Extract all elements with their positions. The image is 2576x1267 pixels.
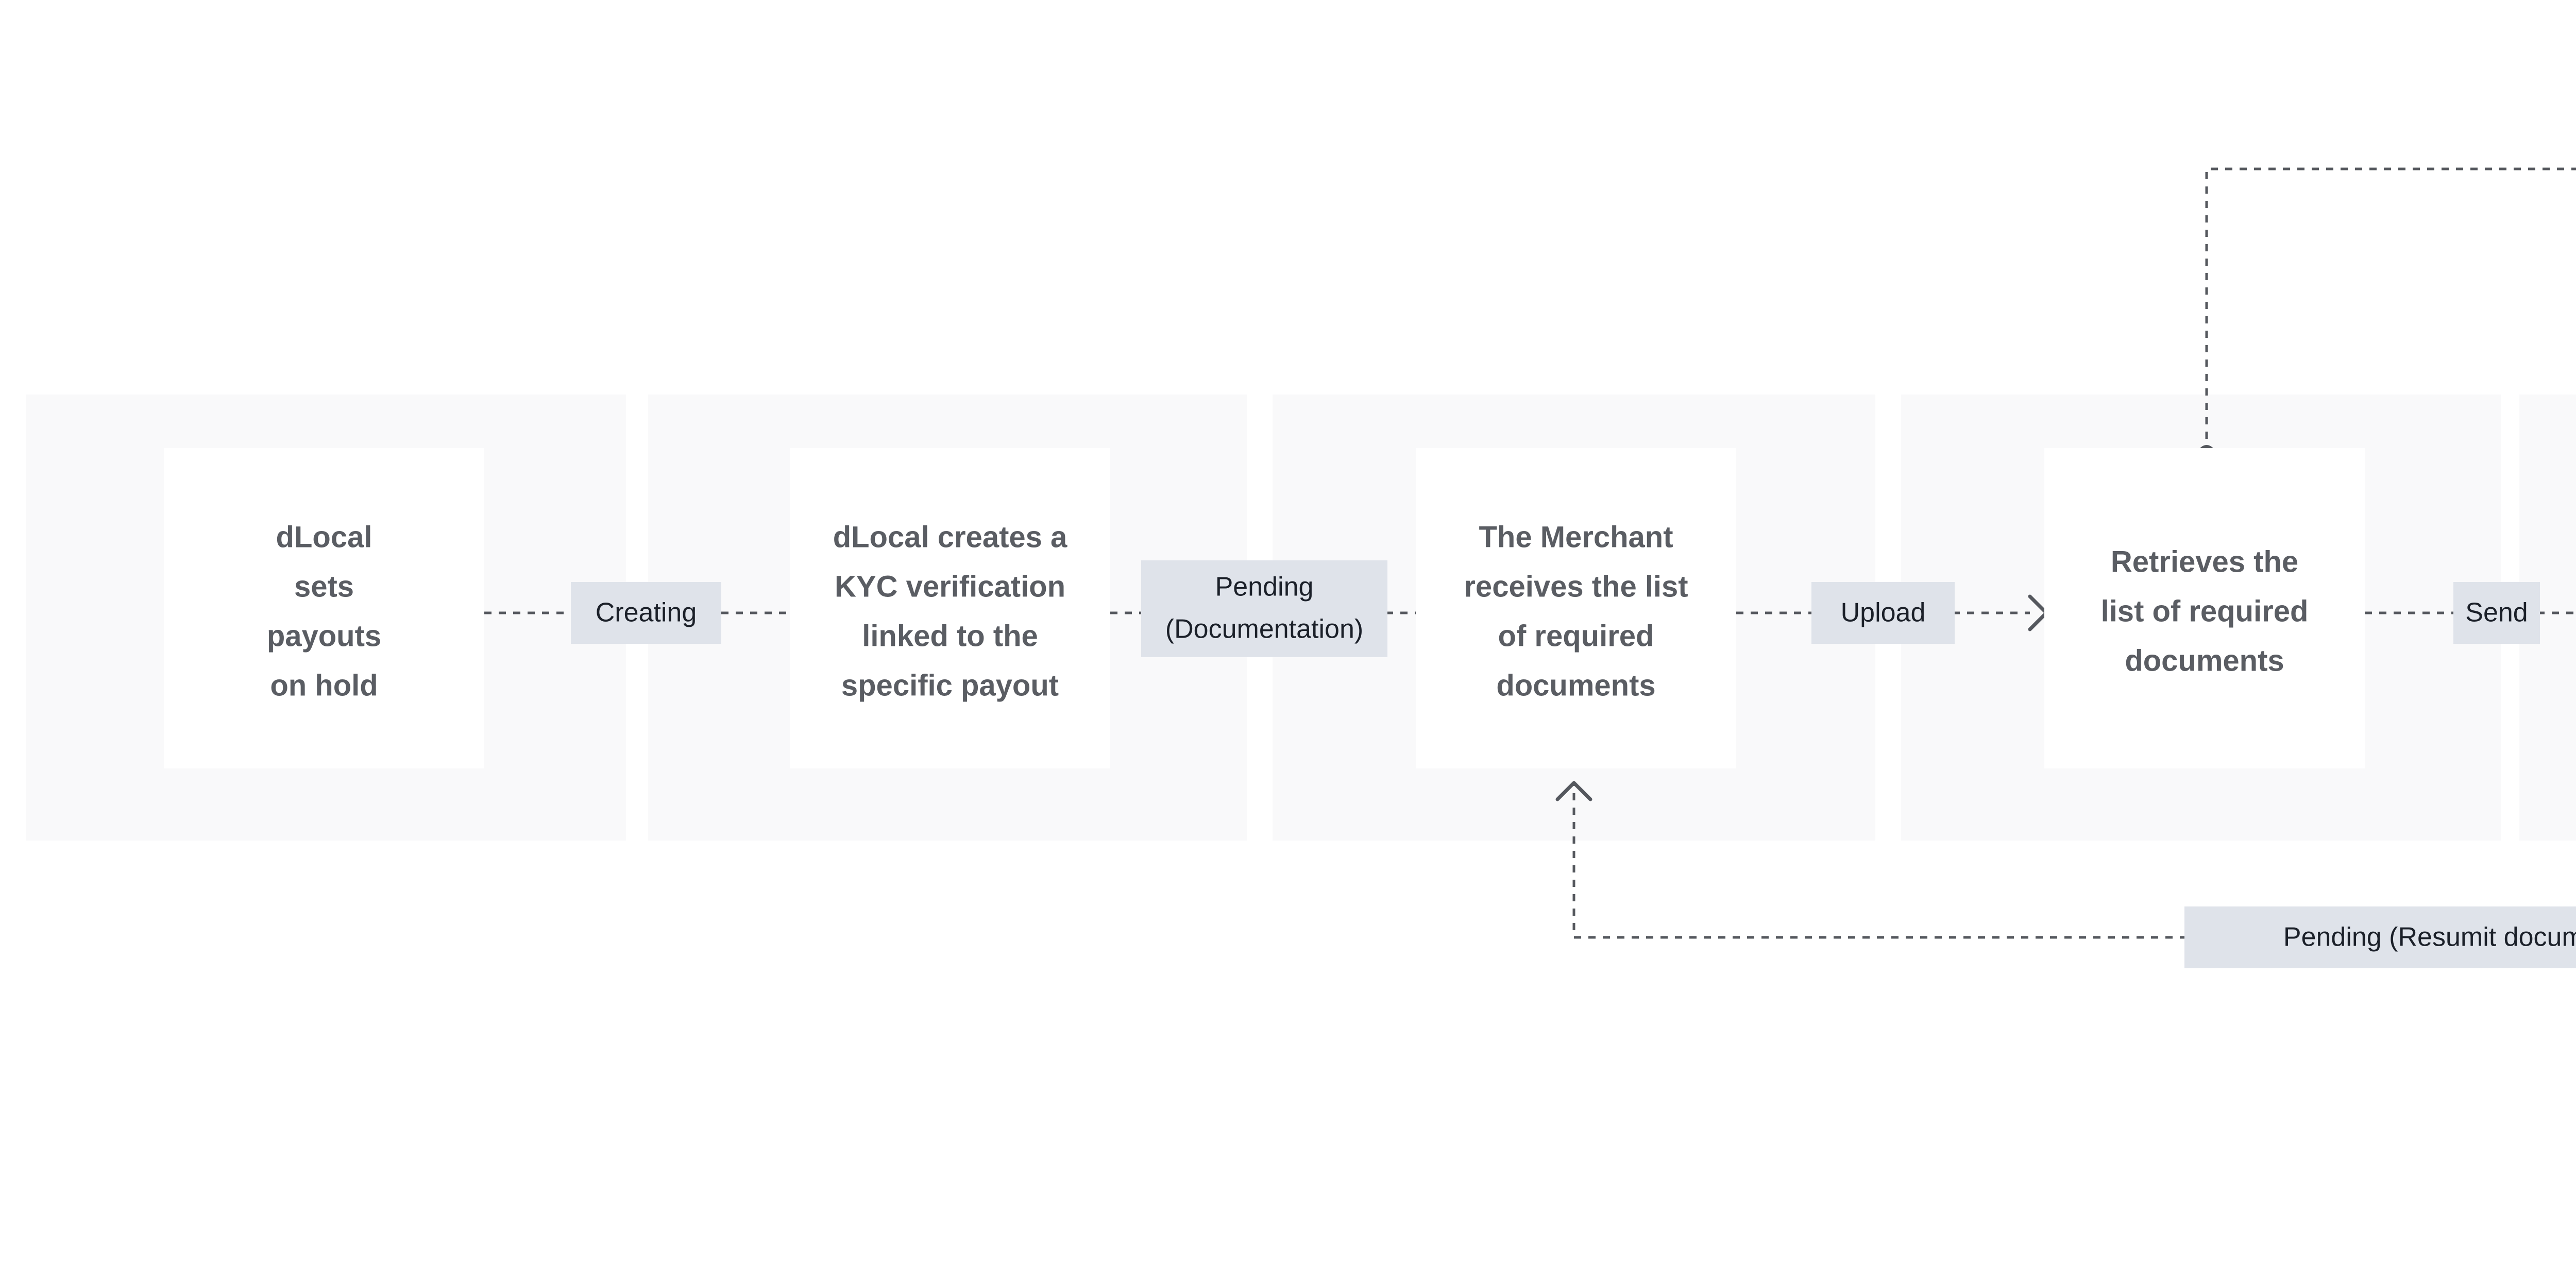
edge-label-pending-resumit-text: Pending (Resumit documentation) [2283, 922, 2576, 952]
edge-label-pending-documentation-line-1: Pending [1215, 572, 1314, 602]
node-retrieves-list-line-2: list of required [2101, 594, 2309, 628]
node-merchant-receives-line-2: receives the list [1464, 570, 1688, 603]
edge-label-pending-documentation[interactable]: Pending (Documentation) [1141, 560, 1387, 657]
nodes-group: dLocal sets payouts on hold dLocal creat… [164, 448, 2365, 768]
node-set-on-hold-box[interactable] [164, 448, 484, 768]
edge-label-pending-documentation-line-2: (Documentation) [1165, 614, 1363, 644]
edge-label-creating-bg [571, 582, 721, 644]
edge-label-send[interactable]: Send [2453, 582, 2540, 644]
node-merchant-receives-line-4: documents [1496, 669, 1655, 702]
edge-labels-group: Creating Pending (Documentation) Upload … [571, 560, 2576, 968]
edge-label-pending-resumit-bg [2184, 906, 2576, 968]
edge-resumit-left [1572, 783, 2187, 939]
node-retrieves-list-line-1: Retrieves the [2111, 545, 2298, 578]
node-retrieves-list[interactable]: Retrieves the list of required documents [2044, 448, 2365, 768]
node-create-kyc-line-3: linked to the [862, 619, 1038, 653]
node-set-on-hold[interactable]: dLocal sets payouts on hold [164, 448, 484, 768]
node-create-kyc-line-4: specific payout [841, 669, 1059, 702]
edge-label-creating-text: Creating [596, 598, 697, 628]
edge-label-upload-text: Upload [1841, 598, 1926, 628]
arrowhead-resumit [1555, 781, 1592, 801]
node-create-kyc-line-1: dLocal creates a [833, 520, 1067, 554]
edge-label-send-bg [2453, 582, 2540, 644]
node-set-on-hold-line-4: on hold [270, 669, 378, 702]
node-retrieves-list-box[interactable] [2044, 448, 2365, 768]
edge-label-pending-resumit[interactable]: Pending (Resumit documentation) [2184, 906, 2576, 968]
node-set-on-hold-line-3: payouts [267, 619, 381, 653]
node-set-on-hold-line-2: sets [294, 570, 354, 603]
node-create-kyc[interactable]: dLocal creates a KYC verification linked… [790, 448, 1110, 768]
edge-label-creating[interactable]: Creating [571, 582, 721, 644]
edge-label-upload-bg [1811, 582, 1955, 644]
node-merchant-receives-line-1: The Merchant [1479, 520, 1673, 554]
edge-label-send-text: Send [2465, 598, 2528, 628]
edge-label-upload[interactable]: Upload [1811, 582, 1955, 644]
edge-label-pending-documentation-bg [1141, 560, 1387, 657]
node-merchant-receives[interactable]: The Merchant receives the list of requir… [1416, 448, 1736, 768]
node-create-kyc-line-2: KYC verification [835, 570, 1065, 603]
node-create-kyc-box[interactable] [790, 448, 1110, 768]
node-set-on-hold-line-1: dLocal [276, 520, 372, 554]
node-retrieves-list-line-3: documents [2125, 644, 2284, 677]
node-merchant-receives-line-3: of required [1498, 619, 1654, 653]
node-merchant-receives-box[interactable] [1416, 448, 1736, 768]
